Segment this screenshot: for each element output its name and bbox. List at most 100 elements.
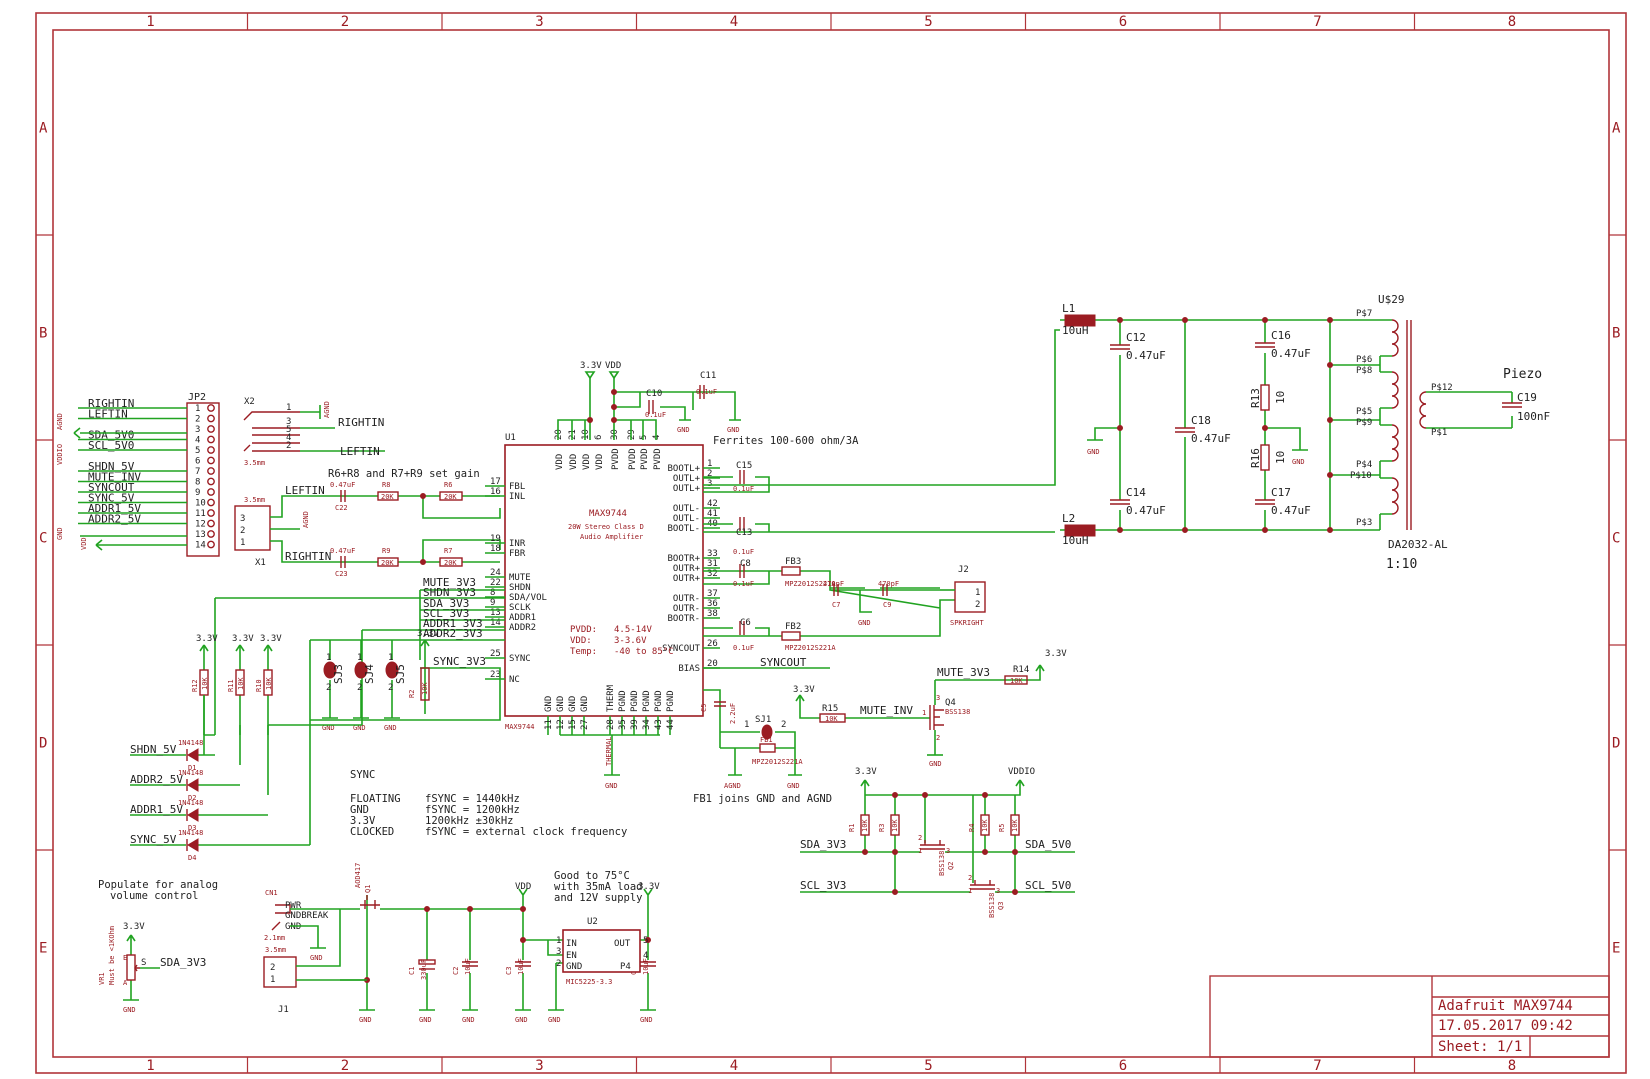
u1-right-pin-name: BIAS	[678, 664, 700, 674]
jp2-pin-pad	[207, 540, 215, 549]
u2-pin-num: 5	[643, 936, 648, 946]
sync-row-key: FLOATING	[350, 793, 401, 805]
jp2-pin-num: 1	[195, 404, 200, 414]
r13-value: 10	[1274, 391, 1287, 404]
u1-left-pin-num: 13	[490, 608, 501, 618]
jp2-pin-pad	[207, 477, 215, 486]
c9-ref: C9	[883, 601, 891, 609]
r7-value: 20K	[444, 559, 457, 567]
col-label-top: 5	[924, 14, 932, 30]
r16-ref: R16	[1249, 448, 1262, 468]
c4-gnd: GND	[640, 1016, 653, 1024]
jp2-pin-pad	[207, 425, 215, 433]
u1-right-pin-num: 33	[707, 549, 718, 559]
u1-bottom-pin-name: GND	[568, 696, 578, 712]
mute-net-in: MUTE_INV	[860, 704, 913, 717]
r2-sync-pullup: 3.3V R2 10K	[408, 629, 439, 714]
q1-type: AOD417	[354, 863, 362, 888]
jp2-pin-num: 9	[195, 488, 200, 498]
u1-bottom-pin-name: GND	[544, 696, 554, 712]
volume-pot-vr1: Populate for analog volume control 3.3V …	[98, 879, 218, 1014]
u29-p9: P$9	[1356, 418, 1372, 428]
jp2-pin-pad	[207, 404, 215, 412]
u1-left-pin-num: 9	[490, 598, 495, 608]
u1-bottom-pin-name: PGND	[642, 690, 652, 712]
x2-pin1: 1	[286, 403, 291, 413]
ls-sda-3v3: SDA_3V3	[800, 838, 846, 851]
col-label-top: 1	[146, 14, 154, 30]
u1-top-pin-num: 30	[610, 429, 620, 440]
u2-pin-num: 2	[556, 959, 561, 969]
u1-bottom-pin-num: 28	[606, 719, 616, 730]
row-label-right: C	[1612, 531, 1620, 547]
vr1-gnd: GND	[123, 1006, 136, 1014]
sj1-ref: SJ1	[755, 715, 771, 725]
diode-type: 1N4148	[178, 829, 203, 837]
u1-right-pin-name: OUTL-	[673, 514, 700, 524]
col-label-bottom: 6	[1119, 1058, 1127, 1074]
x2-net-left: LEFTIN	[340, 445, 380, 458]
bias-gnd: GND	[787, 782, 800, 790]
vol-rail: 3.3V	[123, 922, 145, 932]
title-text: Adafruit MAX9744	[1438, 998, 1573, 1014]
row-label-left: D	[39, 736, 47, 752]
j1-size: 3.5mm	[265, 946, 286, 954]
ls-sda-5v0: SDA_5V0	[1025, 838, 1071, 851]
net-scl-3v3: SCL_3V3	[423, 607, 469, 620]
input-gain-network: 0.47uF C22 0.47uF C23 R8 20K R6 20K R9 2…	[330, 481, 501, 578]
solder-jumper-pad	[354, 661, 368, 679]
u1-left-pin-num: 16	[490, 487, 501, 497]
r14-value: 10K	[1010, 677, 1023, 685]
l2-ref: L2	[1062, 512, 1075, 525]
u1-right-pin-name: OUTR+	[673, 564, 701, 574]
jp2-pin-pad	[207, 488, 215, 496]
u1-right-pin-name: SYNCOUT	[662, 644, 701, 654]
net-shdn-3v3: SHDN_3V3	[423, 586, 476, 599]
bias-network: C5 2.2uF SJ1 1 2 FB1 MPZ2012S221A AGND G…	[700, 689, 803, 790]
c10-gnd: GND	[677, 426, 690, 434]
sync-row-key: GND	[350, 804, 369, 816]
mute-rail2: 3.3V	[793, 685, 815, 695]
u1-footer: MAX9744	[505, 723, 535, 731]
q3-ref: Q3	[997, 902, 1005, 910]
r9-ref: R9	[382, 547, 390, 555]
u1-right-pin-num: 37	[707, 589, 718, 599]
u1-left-pin-name: INR	[509, 539, 526, 549]
c12-value: 0.47uF	[1126, 349, 1166, 362]
solder-jumper-ref: SJ3	[332, 664, 345, 684]
sync-row-key: 3.3V	[350, 815, 376, 827]
c3-gnd: GND	[515, 1016, 528, 1024]
jp2-pin-pad	[207, 498, 215, 507]
u1-top-pin-num: 20	[554, 429, 564, 440]
c18-ref: C18	[1191, 414, 1211, 427]
u1-right-pin-num: 31	[707, 559, 718, 569]
ferrite-note: Ferrites 100-600 ohm/3A	[713, 435, 859, 447]
jp2-agnd: AGND	[56, 413, 64, 430]
u1-top-pin-num: 6	[594, 435, 604, 440]
u29-p7: P$7	[1356, 309, 1372, 319]
u1-left-pin-num: 14	[490, 618, 501, 628]
jp2-net-label: SDA_5V0	[88, 429, 134, 442]
net-mute-3v3: MUTE_3V3	[423, 576, 476, 589]
row-label-right: A	[1612, 121, 1621, 137]
q2-type: BSS138	[938, 851, 946, 876]
thermal-ground: THERMAL GND	[560, 734, 660, 790]
r5-value: 10K	[1011, 819, 1019, 832]
u1-top-pin-name: VDD	[569, 454, 579, 470]
x2-pin3: 3	[286, 417, 291, 427]
c13-ref: C13	[736, 528, 752, 538]
r6-ref: R6	[444, 481, 452, 489]
r13-ref: R13	[1249, 388, 1262, 408]
row-label-right: B	[1612, 326, 1620, 342]
jp2-pin-pad	[207, 467, 215, 475]
power-vdd: VDD	[515, 882, 531, 892]
u1-left-pin-name: FBR	[509, 549, 526, 559]
u1-top-pin-name: PVDD	[628, 448, 638, 470]
u29-p10: P$10	[1350, 471, 1372, 481]
u1-right-pin-name: OUTR-	[673, 594, 700, 604]
ls-rail-r: VDDIO	[1008, 767, 1035, 777]
c6-ref: C6	[740, 618, 751, 628]
c9-value: 470pF	[878, 580, 899, 588]
q2-ref: Q2	[947, 862, 955, 870]
